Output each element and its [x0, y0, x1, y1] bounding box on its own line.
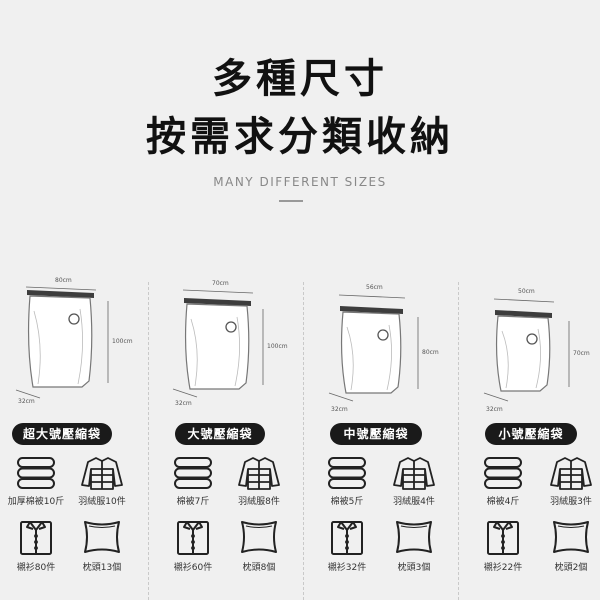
width-label: 70cm: [212, 280, 229, 287]
size-name-badge: 中號壓縮袋: [330, 423, 422, 445]
bag-diagram: 80cm 100cm 32cm: [15, 277, 133, 405]
capacity-label: 加厚棉被10斤: [7, 497, 65, 507]
size-column: 70cm 100cm 32cm 大號壓縮袋棉被7斤 羽絨服8件襯衫60件 枕頭8個: [155, 265, 305, 600]
bag-diagram: 56cm 80cm 32cm: [328, 284, 439, 413]
shirt-icon: [4, 517, 68, 557]
pillow-icon: [382, 517, 446, 557]
size-name-badge: 超大號壓縮袋: [12, 423, 112, 445]
pillow-icon: [227, 517, 291, 557]
height-label: 70cm: [573, 350, 590, 357]
down-jacket-icon: [382, 455, 446, 491]
capacity-item: 羽絨服8件: [227, 455, 291, 507]
size-name-badge: 大號壓縮袋: [175, 423, 265, 445]
height-label: 100cm: [267, 343, 288, 350]
width-label: 80cm: [55, 277, 72, 284]
depth-label: 32cm: [175, 400, 192, 407]
size-name-badge: 小號壓縮袋: [485, 423, 577, 445]
column-divider: [303, 282, 304, 600]
capacity-item: 棉被4斤: [471, 455, 535, 507]
capacity-item: 枕頭3個: [382, 517, 446, 573]
height-label: 80cm: [422, 349, 439, 356]
capacity-label: 襯衫80件: [16, 563, 56, 573]
height-label: 100cm: [112, 338, 133, 345]
capacity-item: 加厚棉被10斤: [4, 455, 68, 507]
capacity-item: 襯衫80件: [4, 517, 68, 573]
capacity-item: 羽絨服10件: [70, 455, 134, 507]
column-divider: [458, 282, 459, 600]
capacity-item: 枕頭2個: [539, 517, 600, 573]
down-jacket-icon: [539, 455, 600, 491]
depth-label: 32cm: [486, 406, 503, 413]
capacity-label: 羽絨服8件: [238, 497, 280, 507]
page-title-line2: 按需求分類收納: [146, 114, 454, 160]
capacity-item: 襯衫32件: [315, 517, 379, 573]
shirt-icon: [471, 517, 535, 557]
size-column: 80cm 100cm 32cm 超大號壓縮袋加厚棉被10斤 羽絨服10件襯衫80件 枕頭1…: [0, 265, 150, 600]
capacity-item: 襯衫60件: [161, 517, 225, 573]
pillow-icon: [539, 517, 600, 557]
capacity-label: 枕頭13個: [82, 563, 122, 573]
capacity-label: 襯衫60件: [173, 563, 213, 573]
width-label: 56cm: [366, 284, 383, 291]
capacity-item: 枕頭13個: [70, 517, 134, 573]
capacity-label: 枕頭3個: [397, 563, 431, 573]
column-divider: [148, 282, 149, 600]
capacity-label: 棉被7斤: [176, 497, 210, 507]
shirt-icon: [315, 517, 379, 557]
pillow-icon: [70, 517, 134, 557]
capacity-label: 襯衫32件: [327, 563, 367, 573]
capacity-label: 棉被4斤: [486, 497, 520, 507]
capacity-label: 棉被5斤: [330, 497, 364, 507]
size-column: 50cm 70cm 32cm 小號壓縮袋棉被4斤 羽絨服3件襯衫22件 枕頭2個: [465, 265, 600, 600]
depth-label: 32cm: [331, 406, 348, 413]
down-jacket-icon: [227, 455, 291, 491]
capacity-item: 枕頭8個: [227, 517, 291, 573]
folded-blanket-icon: [471, 455, 535, 491]
down-jacket-icon: [70, 455, 134, 491]
depth-label: 32cm: [18, 398, 35, 405]
folded-blanket-icon: [4, 455, 68, 491]
capacity-label: 羽絨服10件: [78, 497, 126, 507]
capacity-label: 枕頭8個: [242, 563, 276, 573]
page-subtitle: MANY DIFFERENT SIZES: [213, 175, 387, 189]
bag-diagram: 70cm 100cm 32cm: [172, 280, 288, 407]
page-title-line1: 多種尺寸: [212, 56, 388, 102]
capacity-item: 襯衫22件: [471, 517, 535, 573]
bag-diagram: 50cm 70cm 32cm: [483, 288, 590, 413]
size-column: 56cm 80cm 32cm 中號壓縮袋棉被5斤 羽絨服4件襯衫32件 枕頭3個: [310, 265, 460, 600]
folded-blanket-icon: [315, 455, 379, 491]
capacity-label: 羽絨服3件: [550, 497, 592, 507]
capacity-label: 襯衫22件: [483, 563, 523, 573]
folded-blanket-icon: [161, 455, 225, 491]
capacity-item: 羽絨服4件: [382, 455, 446, 507]
capacity-item: 羽絨服3件: [539, 455, 600, 507]
capacity-label: 枕頭2個: [554, 563, 588, 573]
subtitle-divider: [279, 200, 303, 202]
capacity-item: 棉被7斤: [161, 455, 225, 507]
capacity-label: 羽絨服4件: [393, 497, 435, 507]
capacity-item: 棉被5斤: [315, 455, 379, 507]
width-label: 50cm: [518, 288, 535, 295]
shirt-icon: [161, 517, 225, 557]
